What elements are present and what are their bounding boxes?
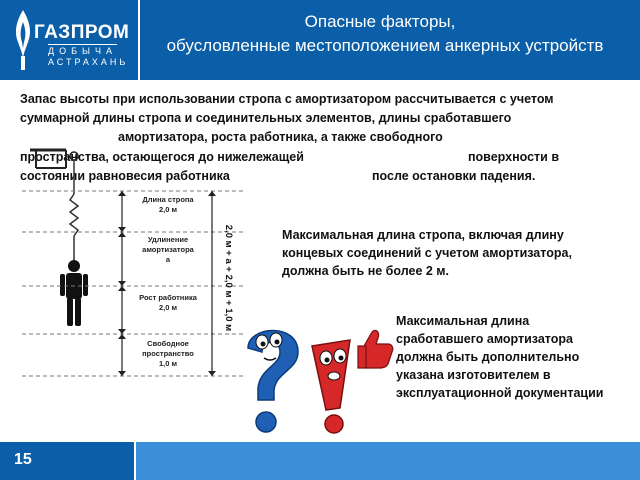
total-height-formula: 2,0 м + а + 2,0 м + 1,0 м <box>223 225 234 331</box>
note-max-absorber-length: Максимальная длина сработавшего амортиза… <box>396 312 603 402</box>
note-max-lanyard-length: Максимальная длина стропа, включая длину… <box>282 226 572 280</box>
segment-2-label-1: Удлинение <box>148 235 188 244</box>
exclamation-mark-character-icon <box>311 339 351 434</box>
segment-3-value: 2,0 м <box>159 303 178 312</box>
intro-line-1: Запас высоты при использовании стропа с … <box>20 92 554 106</box>
note-2-line-5: эксплуатационной документации <box>396 386 604 400</box>
intro-line-3: амортизатора, роста работника, а также с… <box>118 130 443 144</box>
intro-line-2: суммарной длины стропа и соединительных … <box>20 111 512 125</box>
intro-line-5b: после остановки падения. <box>372 169 536 183</box>
note-2-line-4: указана изготовителем в <box>396 368 551 382</box>
segment-1-value: 2,0 м <box>159 205 178 214</box>
question-exclamation-illustration <box>247 329 394 434</box>
segment-3-label: Рост работника <box>139 293 198 302</box>
note-1-line-2: концевых соединений с учетом амортизатор… <box>282 246 572 260</box>
note-1-line-1: Максимальная длина стропа, включая длину <box>282 228 564 242</box>
page-number-box <box>0 442 136 480</box>
level-lines <box>22 190 244 377</box>
page-number: 15 <box>14 451 32 468</box>
gazprom-flame-icon <box>15 10 31 70</box>
logo-main-text: ГАЗПРОМ <box>34 22 130 43</box>
segment-1-label: Длина стропа <box>142 195 194 204</box>
segment-4-label-2: пространство <box>142 349 194 358</box>
note-2-line-1: Максимальная длина <box>396 314 530 328</box>
intro-line-4b: поверхности в <box>468 150 560 164</box>
clearance-diagram: Длина стропа 2,0 м Удлинение амортизатор… <box>22 148 244 377</box>
segment-4-label-1: Свободное <box>147 339 189 348</box>
worker-figure-icon <box>60 260 88 326</box>
intro-line-5a: состоянии равновесия работника <box>20 169 230 183</box>
dimension-arrows <box>118 191 126 376</box>
company-logo: ГАЗПРОМ ДОБЫЧА АСТРАХАНЬ <box>0 0 140 80</box>
slide-title-line2: обусловленные местоположением анкерных у… <box>166 36 604 55</box>
anchor-structure <box>30 148 79 169</box>
segment-2-label-2: амортизатора <box>142 245 195 254</box>
question-mark-character-icon <box>247 329 299 433</box>
note-2-line-2: сработавшего амортизатора <box>396 332 573 346</box>
note-1-line-3: должна быть не более 2 м. <box>282 264 450 278</box>
logo-subtitle-1: ДОБЫЧА <box>48 44 117 56</box>
logo-subtitle-2: АСТРАХАНЬ <box>48 57 129 67</box>
shock-absorber-zigzag <box>68 193 80 237</box>
slide-title-line1: Опасные факторы, <box>304 12 456 31</box>
note-2-line-3: должна быть дополнительно <box>396 350 580 364</box>
intro-line-4a: пространства, остающегося до нижележащей <box>20 150 304 164</box>
segment-4-value: 1,0 м <box>159 359 178 368</box>
segment-2-value: а <box>166 255 171 264</box>
thumbs-up-icon <box>357 329 394 369</box>
